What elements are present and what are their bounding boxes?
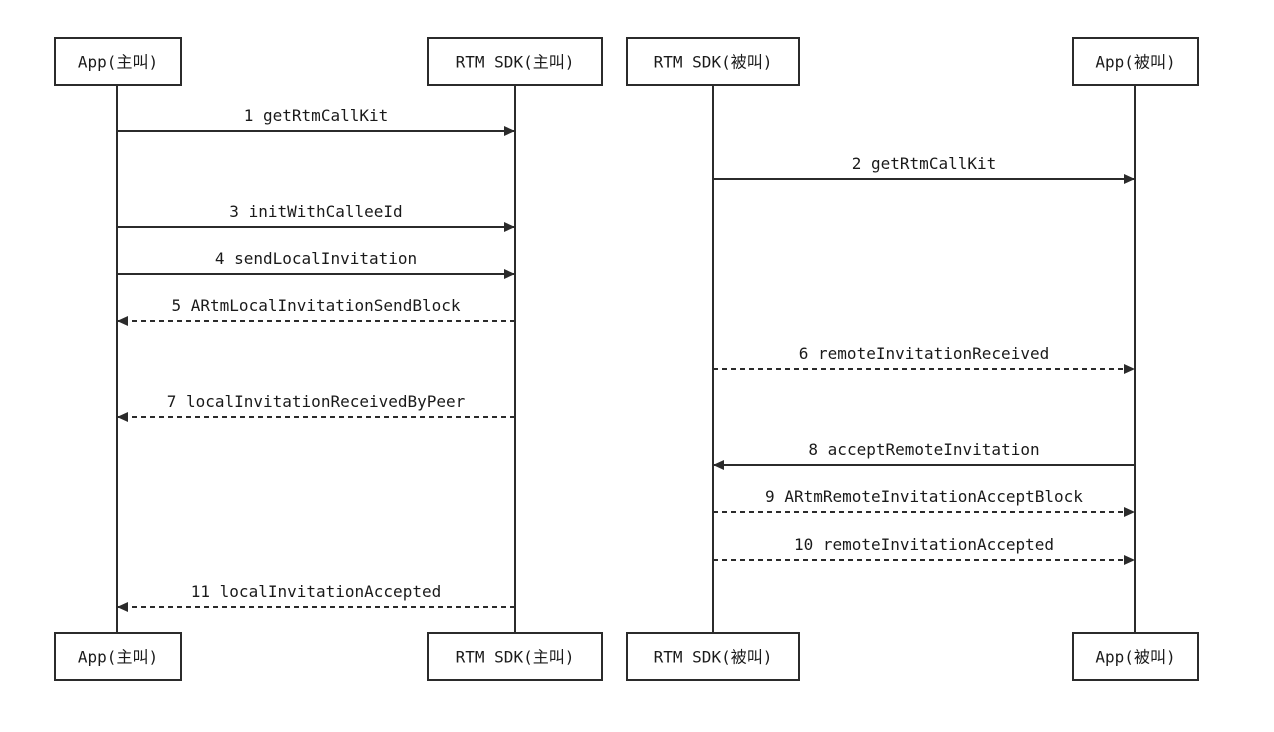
message-4: 4 sendLocalInvitation (117, 249, 515, 279)
participant-top-app-callee: App(被叫) (1072, 37, 1199, 86)
message-label: 3 initWithCalleeId (229, 202, 402, 221)
participant-label: RTM SDK(被叫) (654, 648, 773, 667)
message-2: 2 getRtmCallKit (713, 154, 1135, 184)
participant-top-sdk-callee: RTM SDK(被叫) (626, 37, 800, 86)
message-3: 3 initWithCalleeId (117, 202, 515, 232)
message-5: 5 ARtmLocalInvitationSendBlock (117, 296, 515, 326)
participant-bottom-app-callee: App(被叫) (1072, 632, 1199, 681)
message-7: 7 localInvitationReceivedByPeer (117, 392, 515, 422)
message-label: 8 acceptRemoteInvitation (808, 440, 1039, 459)
message-1: 1 getRtmCallKit (117, 106, 515, 136)
participant-top-app-caller: App(主叫) (54, 37, 182, 86)
participant-bottom-sdk-callee: RTM SDK(被叫) (626, 632, 800, 681)
message-label: 2 getRtmCallKit (852, 154, 997, 173)
message-11: 11 localInvitationAccepted (117, 582, 515, 612)
participant-bottom-sdk-caller: RTM SDK(主叫) (427, 632, 603, 681)
participant-label: App(被叫) (1095, 53, 1175, 72)
message-label: 7 localInvitationReceivedByPeer (167, 392, 466, 411)
participant-bottom-app-caller: App(主叫) (54, 632, 182, 681)
participant-label: App(主叫) (78, 648, 158, 667)
message-label: 11 localInvitationAccepted (191, 582, 441, 601)
participant-label: App(主叫) (78, 53, 158, 72)
message-label: 10 remoteInvitationAccepted (794, 535, 1054, 554)
message-label: 6 remoteInvitationReceived (799, 344, 1049, 363)
message-10: 10 remoteInvitationAccepted (713, 535, 1135, 565)
message-label: 1 getRtmCallKit (244, 106, 389, 125)
message-label: 5 ARtmLocalInvitationSendBlock (172, 296, 461, 315)
message-6: 6 remoteInvitationReceived (713, 344, 1135, 374)
participant-label: App(被叫) (1095, 648, 1175, 667)
message-label: 9 ARtmRemoteInvitationAcceptBlock (765, 487, 1083, 506)
participant-label: RTM SDK(被叫) (654, 53, 773, 72)
message-8: 8 acceptRemoteInvitation (713, 440, 1135, 470)
message-label: 4 sendLocalInvitation (215, 249, 417, 268)
participant-label: RTM SDK(主叫) (456, 648, 575, 667)
participant-top-sdk-caller: RTM SDK(主叫) (427, 37, 603, 86)
message-9: 9 ARtmRemoteInvitationAcceptBlock (713, 487, 1135, 517)
participant-label: RTM SDK(主叫) (456, 53, 575, 72)
